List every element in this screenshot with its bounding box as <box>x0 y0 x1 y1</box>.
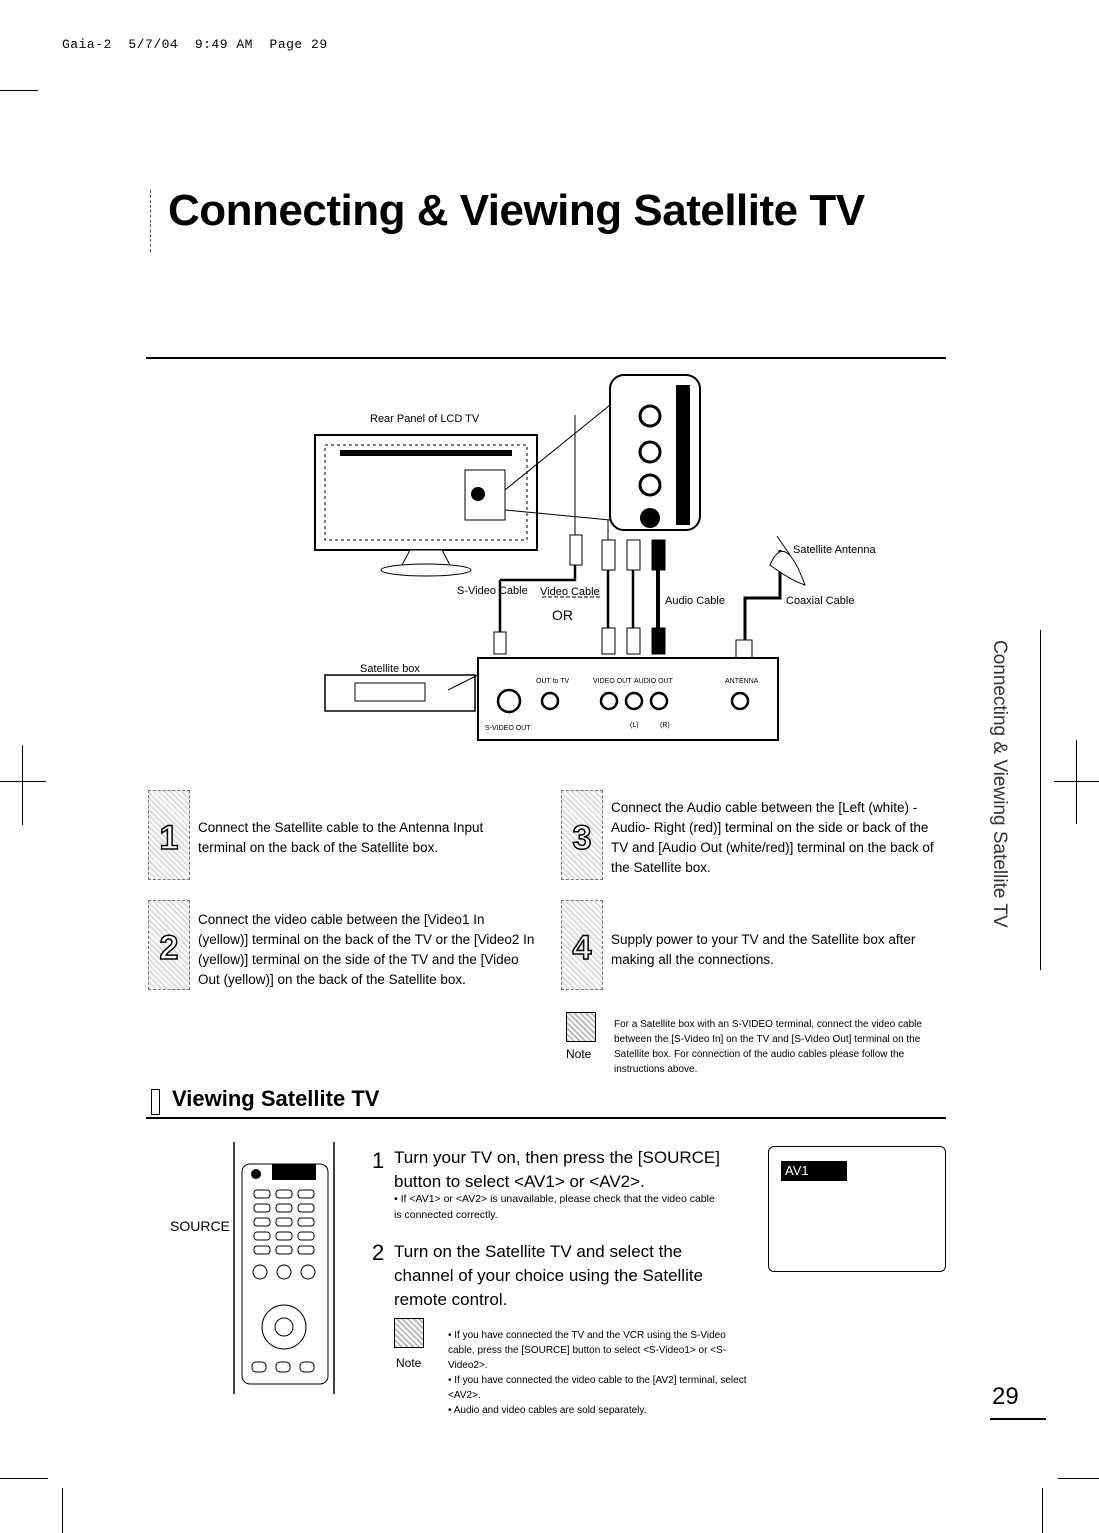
audio-out-label: AUDIO OUT <box>634 678 674 685</box>
section-rule <box>146 1117 946 1119</box>
crop-mark <box>0 90 38 91</box>
title-marker <box>150 190 155 252</box>
page-number: 29 <box>992 1383 1019 1410</box>
crop-mark <box>1042 1488 1043 1533</box>
section-marker <box>151 1089 160 1115</box>
or-label: OR <box>552 607 573 623</box>
viewing-step-2-text: Turn on the Satellite TV and select the … <box>394 1242 704 1309</box>
side-tab-rule <box>1040 630 1041 970</box>
satellite-box-image <box>324 674 479 712</box>
satellite-box-back-panel <box>477 657 779 741</box>
crop-mark <box>0 1478 48 1479</box>
step-1-text: Connect the Satellite cable to the Anten… <box>198 820 484 855</box>
crop-mark <box>1054 781 1099 782</box>
note-1-text: For a Satellite box with an S-VIDEO term… <box>614 1019 922 1075</box>
step-4-text: Supply power to your TV and the Satellit… <box>611 932 916 967</box>
section-title: Viewing Satellite TV <box>172 1086 380 1111</box>
source-label: SOURCE <box>170 1218 230 1234</box>
viewing-step-2-number: 2 <box>372 1240 385 1265</box>
note-icon <box>566 1012 596 1042</box>
video-cable-label: Video Cable <box>540 586 600 598</box>
note-1-label: Note <box>566 1047 592 1061</box>
viewing-step-1-note: • If <AV1> or <AV2> is unavailable, plea… <box>394 1193 715 1221</box>
on-screen-display: AV1 <box>768 1146 946 1272</box>
top-rule <box>146 357 946 359</box>
side-tab: Connecting & Viewing Satellite TV <box>985 640 1035 980</box>
crop-mark <box>1076 740 1077 824</box>
lcd-tv-rear-image <box>314 434 538 577</box>
crop-mark <box>62 1488 63 1533</box>
connection-diagram: Rear Panel of LCD TV Satellite Antenna S… <box>314 374 876 741</box>
print-header: Gaia-2 5/7/04 9:49 AM Page 29 <box>62 37 328 52</box>
cables <box>493 415 806 661</box>
crop-mark <box>0 781 46 782</box>
audio-cable-label: Audio Cable <box>665 595 725 607</box>
note-2-item: • Audio and video cables are sold separa… <box>448 1405 647 1416</box>
svideo-cable-label: S-Video Cable <box>457 585 528 597</box>
note-2-item: • If you have connected the video cable … <box>448 1375 747 1401</box>
right-channel-label: (R) <box>660 722 670 729</box>
video-out-label: VIDEO OUT <box>593 678 632 685</box>
left-channel-label: (L) <box>630 722 639 729</box>
step-2-badge: 2 <box>148 900 190 990</box>
viewing-step-1-text: Turn your TV on, then press the [SOURCE]… <box>394 1148 720 1191</box>
antenna-label: ANTENNA <box>725 678 759 685</box>
coaxial-cable-label: Coaxial Cable <box>786 595 854 607</box>
satellite-box-label: Satellite box <box>360 663 420 675</box>
note-2-item: • If you have connected the TV and the V… <box>448 1330 727 1371</box>
note-2-label: Note <box>396 1356 422 1370</box>
step-2-text: Connect the video cable between the [Vid… <box>198 912 535 987</box>
page-number-rule <box>990 1418 1046 1420</box>
satellite-antenna-label: Satellite Antenna <box>793 544 876 556</box>
note-2-list: • If you have connected the TV and the V… <box>448 1328 748 1418</box>
step-1-badge: 1 <box>148 790 190 880</box>
step-3-text: Connect the Audio cable between the [Lef… <box>611 800 934 875</box>
note-icon <box>394 1318 424 1348</box>
viewing-step-1-number: 1 <box>372 1148 385 1173</box>
step-4-badge: 4 <box>561 900 603 990</box>
svideo-out-label: S-VIDEO OUT <box>485 725 531 732</box>
remote-control-image <box>233 1142 335 1394</box>
side-tab-label: Connecting & Viewing Satellite TV <box>989 640 1010 928</box>
rear-panel-zoom <box>504 374 701 531</box>
step-3-badge: 3 <box>561 790 603 880</box>
out-to-tv-label: OUT to TV <box>536 678 570 685</box>
crop-mark <box>1058 1478 1099 1479</box>
crop-mark <box>22 745 23 825</box>
rear-panel-label: Rear Panel of LCD TV <box>370 413 480 425</box>
osd-source-label: AV1 <box>781 1161 847 1181</box>
page-title: Connecting & Viewing Satellite TV <box>168 186 865 235</box>
